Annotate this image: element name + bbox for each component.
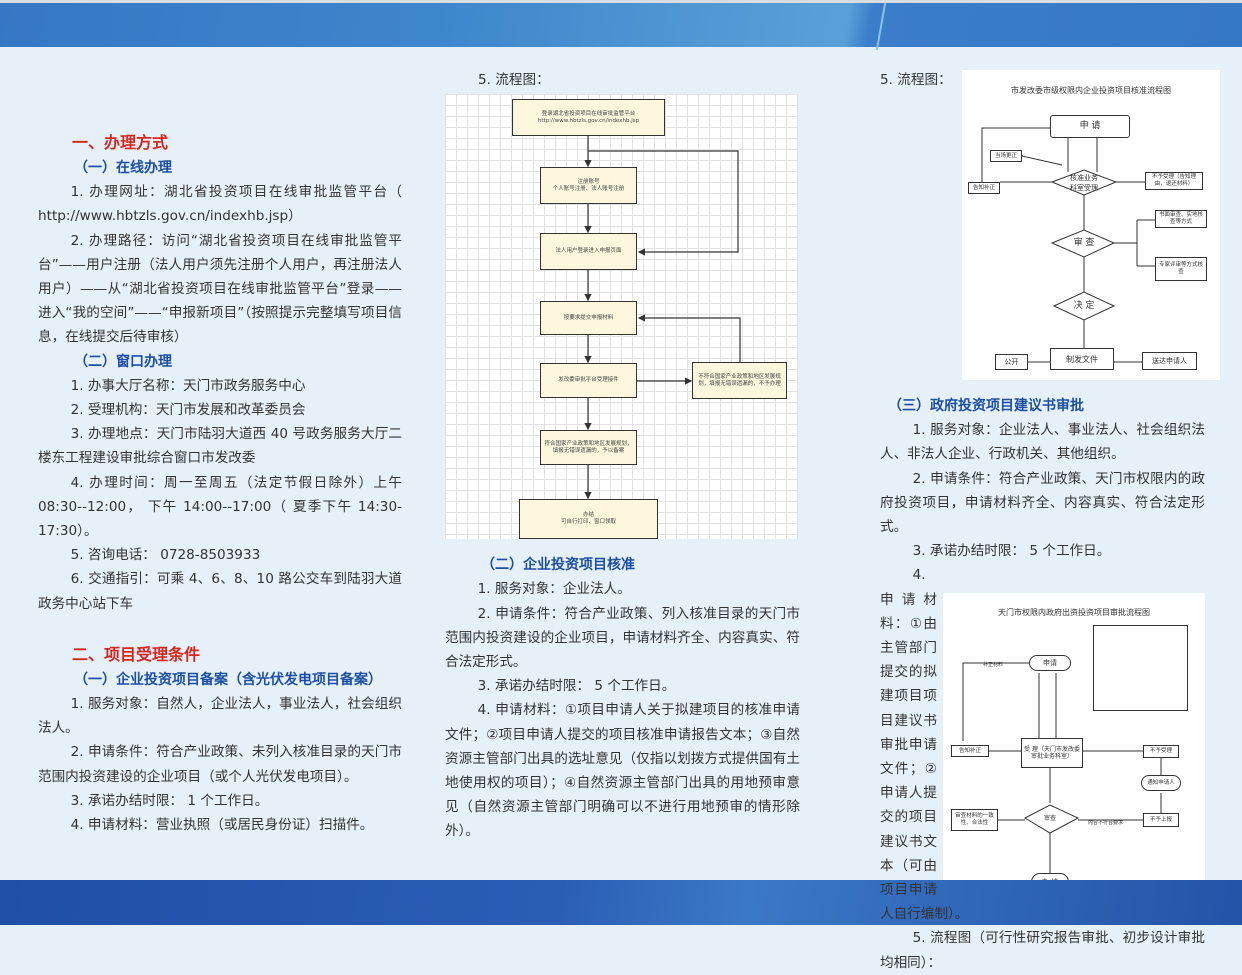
- top-banner: [0, 0, 1242, 47]
- chart-title: 市发改委市级权限内企业投资项目核准流程图: [1011, 86, 1171, 95]
- node-decide: 决 定: [1073, 301, 1095, 311]
- node-correct: 当场更正: [990, 150, 1022, 162]
- flow-node-register: 注册账号 个人账号注册、法人账号注册: [540, 167, 637, 205]
- node-review: 审 查: [1073, 238, 1095, 248]
- subsection-heading: （二）企业投资项目核准: [481, 557, 635, 574]
- flow-label: 5. 流程图：: [880, 72, 952, 88]
- paragraph: 1. 服务对象：企业法人、事业法人、社会组织法人、非法人企业、行政机关、其他组织…: [880, 422, 1205, 463]
- subsection-heading: （二）窗口办理: [74, 353, 172, 370]
- paragraph: 6. 交通指引：可乘 4、6、8、10 路公交车到陆羽大道政务中心站下车: [38, 571, 402, 612]
- node-method-1: 书面审查、实地核查等方式: [1155, 210, 1207, 228]
- node-reject: 不予受理（告知理由，退还材料）: [1145, 172, 1203, 190]
- node-publish: 公开: [995, 354, 1028, 370]
- section-heading: 一、办理方式: [72, 133, 169, 152]
- flow-node-accept: 发改委审批平台受理接件: [540, 363, 637, 399]
- node-apply: 申请: [1029, 655, 1071, 672]
- node-requirements: [1093, 625, 1188, 712]
- paragraph: 2. 办理路径：访问“湖北省投资项目在线审批监管平台”——用户注册（法人用户须先…: [38, 232, 402, 346]
- node-accept: 受 理（天门市发改委审批业务科室）: [1021, 738, 1083, 769]
- left-column: 一、办理方式 （一）在线办理 1. 办理网址：湖北省投资项目在线审批监管平台（ …: [38, 130, 402, 837]
- paragraph: 1. 办理网址：湖北省投资项目在线审批监管平台（ http://www.hbtz…: [38, 184, 402, 225]
- node-notify: 告知补正: [968, 182, 1000, 194]
- paragraph: 3. 办理地点：天门市陆羽大道西 40 号政务服务大厅二楼东工程建设审批综合窗口…: [38, 426, 402, 467]
- paragraph: 2. 申请条件：符合产业政策、列入核准目录的天门市范围内投资建设的企业项目，申请…: [445, 605, 800, 671]
- flowchart-connectors: [962, 662, 1162, 874]
- node-no-report: 不予上报: [1143, 813, 1179, 828]
- section-heading: 二、项目受理条件: [72, 644, 201, 664]
- paragraph: 3. 承诺办结时限： 5 个工作日。: [912, 543, 1111, 560]
- paragraph: 1. 服务对象：自然人，企业法人，事业法人，社会组织法人。: [38, 696, 402, 737]
- right-column: 5. 流程图： 市发改委市级权限内企业投资项目核准流程图 申 请 核准业务 科室…: [880, 68, 1220, 975]
- flowchart-connectors: [584, 136, 741, 500]
- paragraph: 1. 服务对象：企业法人。: [477, 581, 631, 598]
- node-method-2: 专家评审等方式核查: [1155, 257, 1207, 281]
- node-issue: 制发文件: [1050, 348, 1114, 370]
- paragraph: 5. 咨询电话： 0728-8503933: [70, 547, 261, 564]
- node-review: 审查: [1043, 815, 1056, 823]
- flow-label: 5. 流程图：: [478, 72, 550, 88]
- node-notify: 告知补正: [951, 745, 989, 758]
- flow-node-submit: 按要求提交申报材料: [540, 301, 637, 336]
- label-supply: 补正材料: [983, 662, 1004, 669]
- node-accept: 核准业务 科室受理: [1070, 174, 1098, 192]
- node-check: 审查材料的一致性、合法性: [951, 809, 998, 832]
- node-reject: 不予受理: [1143, 745, 1179, 759]
- label-noncompliant: 内容不符合要求: [1088, 820, 1124, 827]
- node-deliver: 送达申请人: [1142, 352, 1197, 370]
- paragraph: 5. 流程图（可行性研究报告审批、初步设计审批均相同）：: [880, 930, 1205, 971]
- paragraph: 4. 申请材料：营业执照（或居民身份证）扫描件。: [70, 817, 374, 834]
- flow-node-record: 符合国家产业政策和地区发展规划，填报无错误遗漏的，予以备案: [540, 430, 637, 466]
- paragraph: 1. 办事大厅名称：天门市政务服务中心: [70, 377, 306, 394]
- flow-node-reject: 不符合国家产业政策和地区发展规划，填报无错误遗漏的，不予办理: [692, 362, 787, 400]
- chart-title: 天门市权限内政府出资投资项目审批流程图: [998, 608, 1150, 618]
- filing-flowchart: 登录湖北省投资项目在线审批监管平台 http://www.hbtzls.gov.…: [445, 94, 798, 540]
- paragraph: 4. 办理时间：周一至周五（法定节假日除外）上午 08:30--12:00， 下…: [38, 474, 402, 540]
- subsection-heading: （一）在线办理: [74, 160, 172, 176]
- approval-flowchart: 市发改委市级权限内企业投资项目核准流程图 申 请 核准业务 科室受理 审 查 决…: [962, 70, 1220, 380]
- paragraph: 2. 申请条件：符合产业政策、未列入核准目录的天门市范围内投资建设的企业项目（或…: [38, 744, 402, 785]
- node-inform: 通知申请人: [1141, 775, 1181, 792]
- paragraph: 4. 申请材料：①项目申请人关于拟建项目的核准申请文件；②项目申请人提交的项目核…: [445, 702, 800, 840]
- paragraph: 2. 受理机构：天门市发展和改革委员会: [70, 402, 306, 419]
- flow-node-login: 登录湖北省投资项目在线审批监管平台 http://www.hbtzls.gov.…: [512, 99, 665, 137]
- subsection-heading: （一）企业投资项目备案（含光伏发电项目备案）: [74, 671, 382, 688]
- middle-column: 5. 流程图： 登录湖北省投资项目在线审批监管平台 http://www.hbt…: [445, 68, 800, 844]
- bottom-banner: [0, 880, 1242, 925]
- flow-node-done: 办结 可自行打印、窗口领取: [519, 499, 658, 540]
- paragraph: 2. 申请条件：符合产业政策、天门市权限内的政府投资项目，申请材料齐全、内容真实…: [880, 470, 1205, 536]
- flow-node-enter: 法人用户登录进入申报页面: [540, 233, 637, 271]
- subsection-heading: （三）政府投资项目建议书审批: [888, 398, 1084, 414]
- paragraph: 4. 申请材料：①由主管部门提交的拟建项目项目建议书审批申请文件；②申请人提交的…: [880, 567, 969, 923]
- paragraph: 3. 承诺办结时限： 1 个工作日。: [70, 792, 269, 809]
- paragraph: 3. 承诺办结时限： 5 个工作日。: [477, 678, 676, 695]
- government-approval-flowchart: 天门市权限内政府出资投资项目审批流程图 申请 受 理（天门市发改委审批业务科室）…: [943, 593, 1205, 899]
- node-apply: 申 请: [1050, 115, 1130, 138]
